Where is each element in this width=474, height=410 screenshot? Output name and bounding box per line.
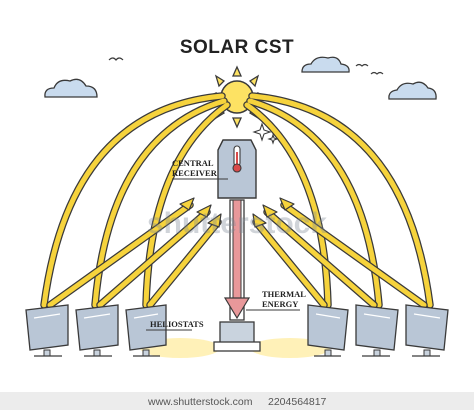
sparkle-icon (252, 122, 279, 145)
central-receiver-label-line1: CENTRAL (172, 158, 214, 168)
bird-icon (370, 71, 384, 75)
heliostat-panels (25, 304, 449, 357)
footer-band (0, 392, 474, 410)
tower-base (219, 321, 255, 345)
heliostat (307, 304, 349, 357)
bird-icon (108, 57, 124, 61)
cloud-icon (44, 78, 98, 98)
thermometer-icon (232, 145, 242, 173)
heliostat (125, 304, 167, 357)
incoming-sunlight-beams (40, 92, 434, 309)
reflected-sunlight-beams (46, 197, 428, 309)
central-receiver-label-line2: RECEIVER (172, 168, 218, 178)
thermal-energy-label-line1: THERMAL (262, 289, 306, 299)
cloud-icon (388, 81, 437, 100)
cloud-icon (301, 56, 350, 73)
heliostat (405, 304, 449, 357)
footer-image-id: 2204564817 (268, 396, 327, 408)
bird-icon (355, 63, 369, 67)
watermark-text: shutterstock (147, 207, 327, 240)
thermal-energy-arrow (223, 199, 251, 320)
diagram-title: SOLAR CST (180, 37, 294, 58)
thermal-energy-label-line2: ENERGY (262, 299, 298, 309)
solar-tower (213, 199, 261, 352)
heliostats-label: HELIOSTATS (150, 319, 204, 329)
heliostat (25, 304, 69, 357)
heliostat (355, 304, 399, 357)
heliostat (75, 304, 119, 357)
label-leader-lines (146, 178, 300, 331)
footer-site: www.shutterstock.com (147, 396, 253, 408)
central-receiver (217, 139, 257, 199)
